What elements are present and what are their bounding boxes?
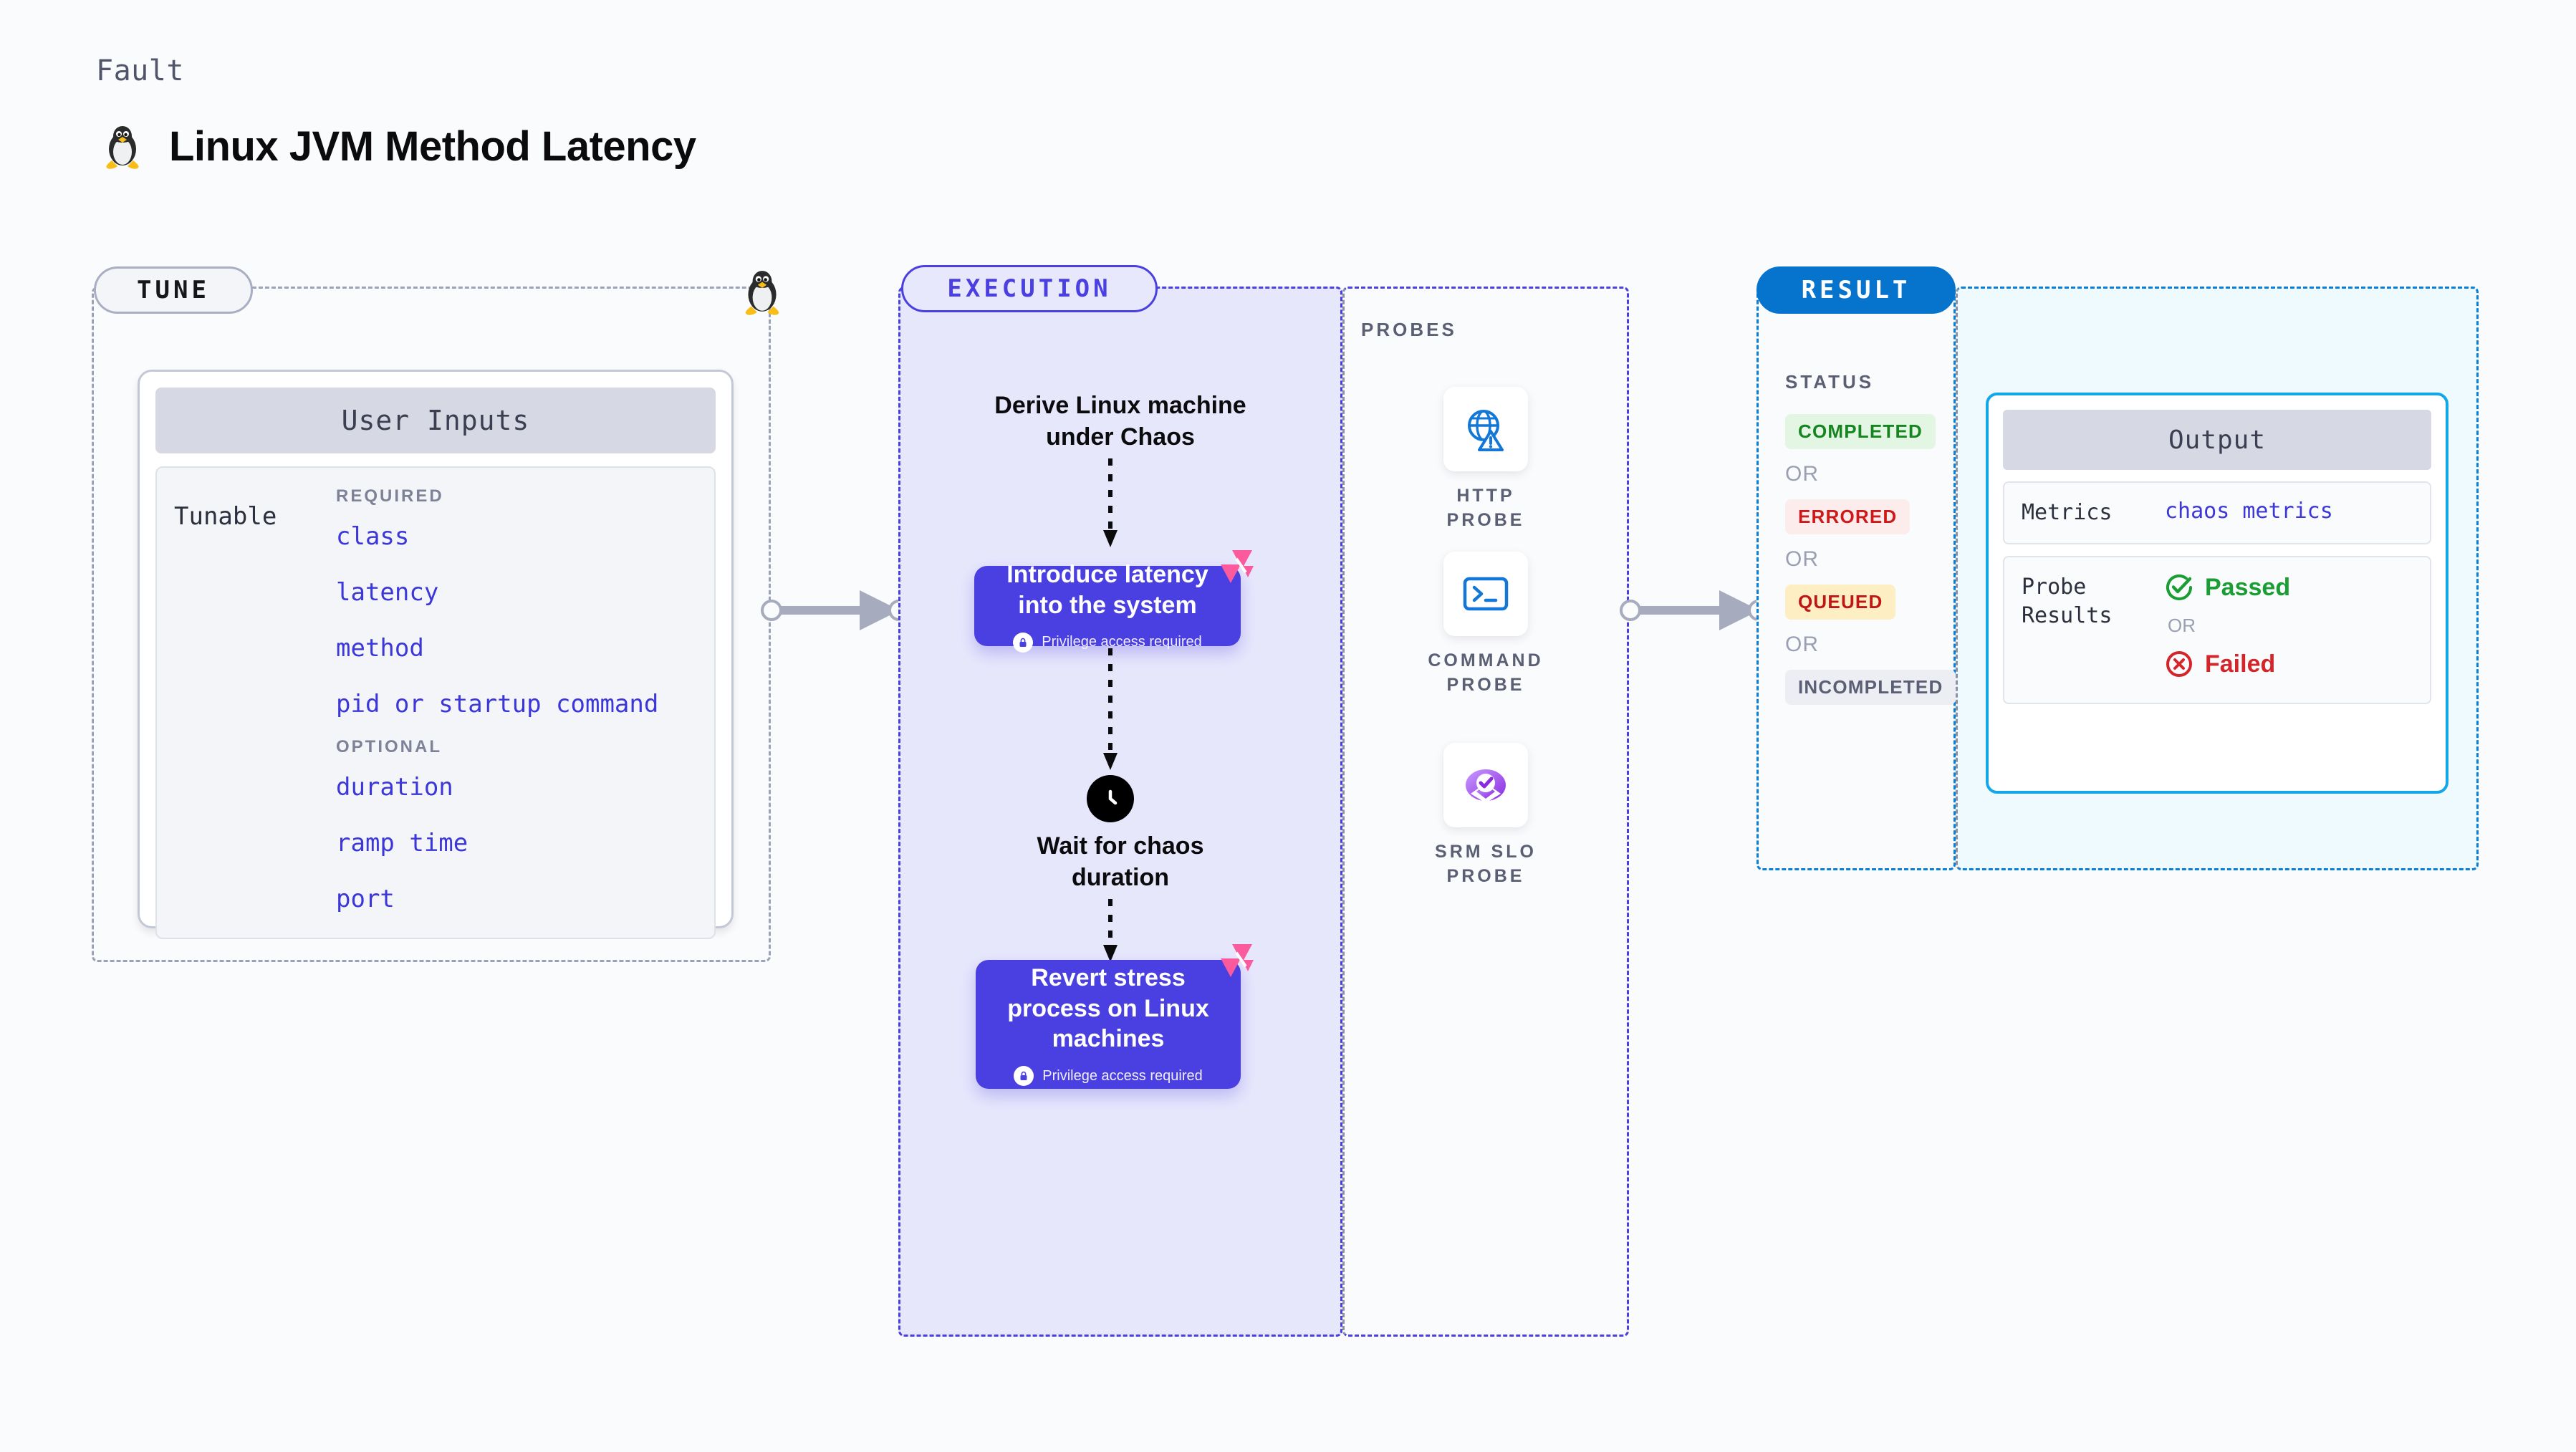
output-row-key: Probe Results (2022, 574, 2113, 629)
status-section-label: STATUS (1785, 371, 1875, 393)
passed-label: Passed (2205, 573, 2291, 601)
status-badge-completed: COMPLETED (1785, 414, 1936, 449)
linux-penguin-icon (745, 271, 779, 315)
status-or-text: OR (1785, 633, 1819, 656)
output-row-key: Metrics (2022, 500, 2113, 525)
probe-label: SRM SLO PROBE (1435, 842, 1537, 886)
execution-badge[interactable]: EXECUTION (901, 265, 1158, 312)
field-duration[interactable]: duration (336, 773, 453, 802)
clock-icon (1087, 775, 1134, 822)
field-ramp-time[interactable]: ramp time (336, 829, 468, 857)
output-row-metrics: Metrics chaos metrics (2003, 481, 2431, 545)
result-panel (1756, 287, 1956, 870)
connector-probes-to-result (1630, 590, 1759, 630)
result-badge[interactable]: RESULT (1756, 266, 1956, 314)
user-inputs-body: Tunable REQUIRED class latency method pi… (155, 466, 716, 939)
status-badge-errored: ERRORED (1785, 499, 1911, 534)
probes-section-label: PROBES (1361, 319, 1457, 340)
privilege-text: Privilege access required (1042, 1067, 1203, 1084)
output-heading: Output (2003, 410, 2431, 470)
slo-donut-check-icon (1466, 769, 1506, 803)
flow-arrow (1103, 648, 1118, 770)
probe-tile (1443, 552, 1528, 636)
lock-icon (1014, 1066, 1034, 1087)
probe-result-passed: Passed (2165, 573, 2290, 602)
tune-badge[interactable]: TUNE (94, 266, 253, 314)
status-or-text: OR (1785, 462, 1819, 486)
execution-action-revert-stress[interactable]: Revert stress process on Linux machines … (976, 944, 1254, 1089)
probe-results-values: Passed OR Failed (2165, 573, 2290, 678)
field-pid-or-startup-command[interactable]: pid or startup command (336, 690, 659, 718)
failed-label: Failed (2205, 650, 2276, 678)
chaos-metrics-link[interactable]: chaos metrics (2165, 499, 2333, 524)
tunable-fields: REQUIRED class latency method pid or sta… (336, 486, 714, 919)
terminal-prompt-icon (1463, 577, 1509, 611)
connector-node (1620, 600, 1641, 621)
fault-title-row: Linux JVM Method Latency (100, 122, 696, 170)
page-title: Linux JVM Method Latency (169, 122, 696, 170)
execution-action-introduce-latency[interactable]: Introduce latency into the system Privil… (974, 550, 1254, 653)
probe-result-failed: Failed (2165, 650, 2290, 678)
connector-tune-to-execution (771, 590, 900, 630)
output-card: Output Metrics chaos metrics Probe Resul… (1986, 393, 2448, 794)
optional-group-label: OPTIONAL (336, 737, 442, 756)
flow-arrow (1103, 899, 1118, 962)
field-method[interactable]: method (336, 634, 424, 663)
field-latency[interactable]: latency (336, 578, 439, 607)
fault-kicker-label: Fault (96, 54, 184, 87)
probe-label: COMMAND PROBE (1428, 650, 1544, 695)
field-class[interactable]: class (336, 522, 410, 551)
field-port[interactable]: port (336, 885, 395, 913)
execution-step-wait-label: Wait for chaos duration (1037, 832, 1204, 891)
probe-label: HTTP PROBE (1446, 486, 1525, 530)
linux-penguin-icon (106, 126, 139, 169)
probe-result-or: OR (2168, 615, 2196, 637)
tunable-row-label: Tunable (174, 502, 277, 531)
status-badge-incompleted: INCOMPLETED (1785, 670, 1956, 705)
execution-step-derive-label: Derive Linux machine under Chaos (994, 392, 1246, 451)
action-title: Introduce latency into the system (1006, 561, 1208, 619)
user-inputs-heading: User Inputs (155, 388, 716, 453)
user-inputs-card: User Inputs Tunable REQUIRED class laten… (138, 370, 734, 939)
x-circle-icon (2166, 651, 2192, 678)
required-group-label: REQUIRED (336, 486, 444, 506)
probe-http[interactable]: HTTP PROBE (1425, 387, 1547, 533)
action-title: Revert stress process on Linux machines (1007, 963, 1209, 1053)
tune-panel (92, 287, 771, 962)
probe-command[interactable]: COMMAND PROBE (1425, 552, 1547, 698)
flow-arrow (1103, 458, 1118, 547)
status-list: COMPLETED OR ERRORED OR QUEUED OR INCOMP… (1785, 414, 1956, 705)
privilege-note: Privilege access required (1014, 1066, 1203, 1087)
status-or-text: OR (1785, 547, 1819, 571)
check-circle-icon (2166, 574, 2192, 601)
output-row-probe-results: Probe Results Passed OR Failed (2003, 556, 2431, 705)
probe-srm-slo[interactable]: SRM SLO PROBE (1425, 743, 1547, 889)
connector-node (761, 600, 782, 621)
globe-warning-icon (1468, 410, 1504, 451)
probe-tile (1443, 387, 1528, 471)
privilege-text: Privilege access required (1042, 634, 1202, 650)
status-badge-queued: QUEUED (1785, 585, 1896, 620)
probe-tile (1443, 743, 1528, 827)
privilege-note: Privilege access required (1013, 632, 1202, 653)
lock-icon (1013, 632, 1034, 653)
